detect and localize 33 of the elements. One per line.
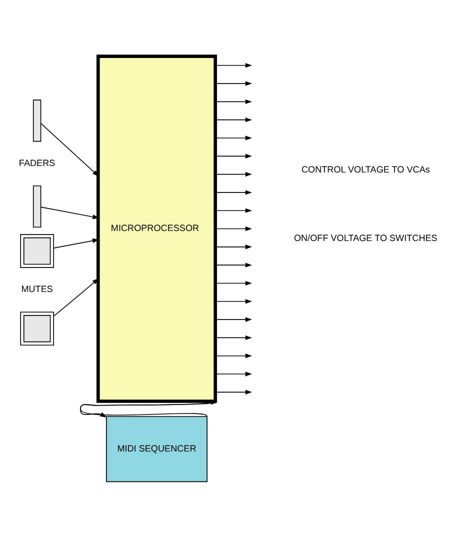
arrow	[214, 172, 252, 176]
node-box: MICROPROCESSOR	[96, 54, 217, 402]
node-bar	[32, 99, 42, 142]
arrow	[214, 226, 252, 231]
arrow	[40, 206, 100, 219]
arrow	[214, 62, 252, 68]
label: CONTROL VOLTAGE TO VCAs	[301, 164, 430, 174]
arrow	[214, 80, 252, 86]
arrow	[214, 208, 252, 212]
arrow	[214, 153, 252, 158]
arrow	[214, 244, 252, 249]
arrow	[214, 389, 252, 394]
arrow	[214, 371, 252, 376]
label: MUTES	[21, 284, 53, 294]
arrow	[53, 238, 100, 248]
node-bar	[32, 184, 42, 228]
arrow	[214, 280, 252, 286]
label: ON/OFF VOLTAGE TO SWITCHES	[294, 232, 438, 242]
arrow	[40, 122, 99, 176]
arrow	[214, 298, 252, 304]
arrow	[214, 117, 252, 122]
node-box	[20, 234, 54, 268]
arrow	[214, 262, 252, 267]
node-box: MIDI SEQUENCER	[106, 416, 208, 482]
arrow	[214, 353, 252, 358]
arrow	[214, 98, 252, 104]
arrow	[214, 334, 252, 340]
node-box	[20, 311, 54, 346]
arrow	[214, 135, 252, 140]
arrow	[214, 316, 252, 322]
arrow	[214, 190, 252, 194]
arrow	[53, 278, 99, 316]
label: FADERS	[18, 157, 56, 168]
